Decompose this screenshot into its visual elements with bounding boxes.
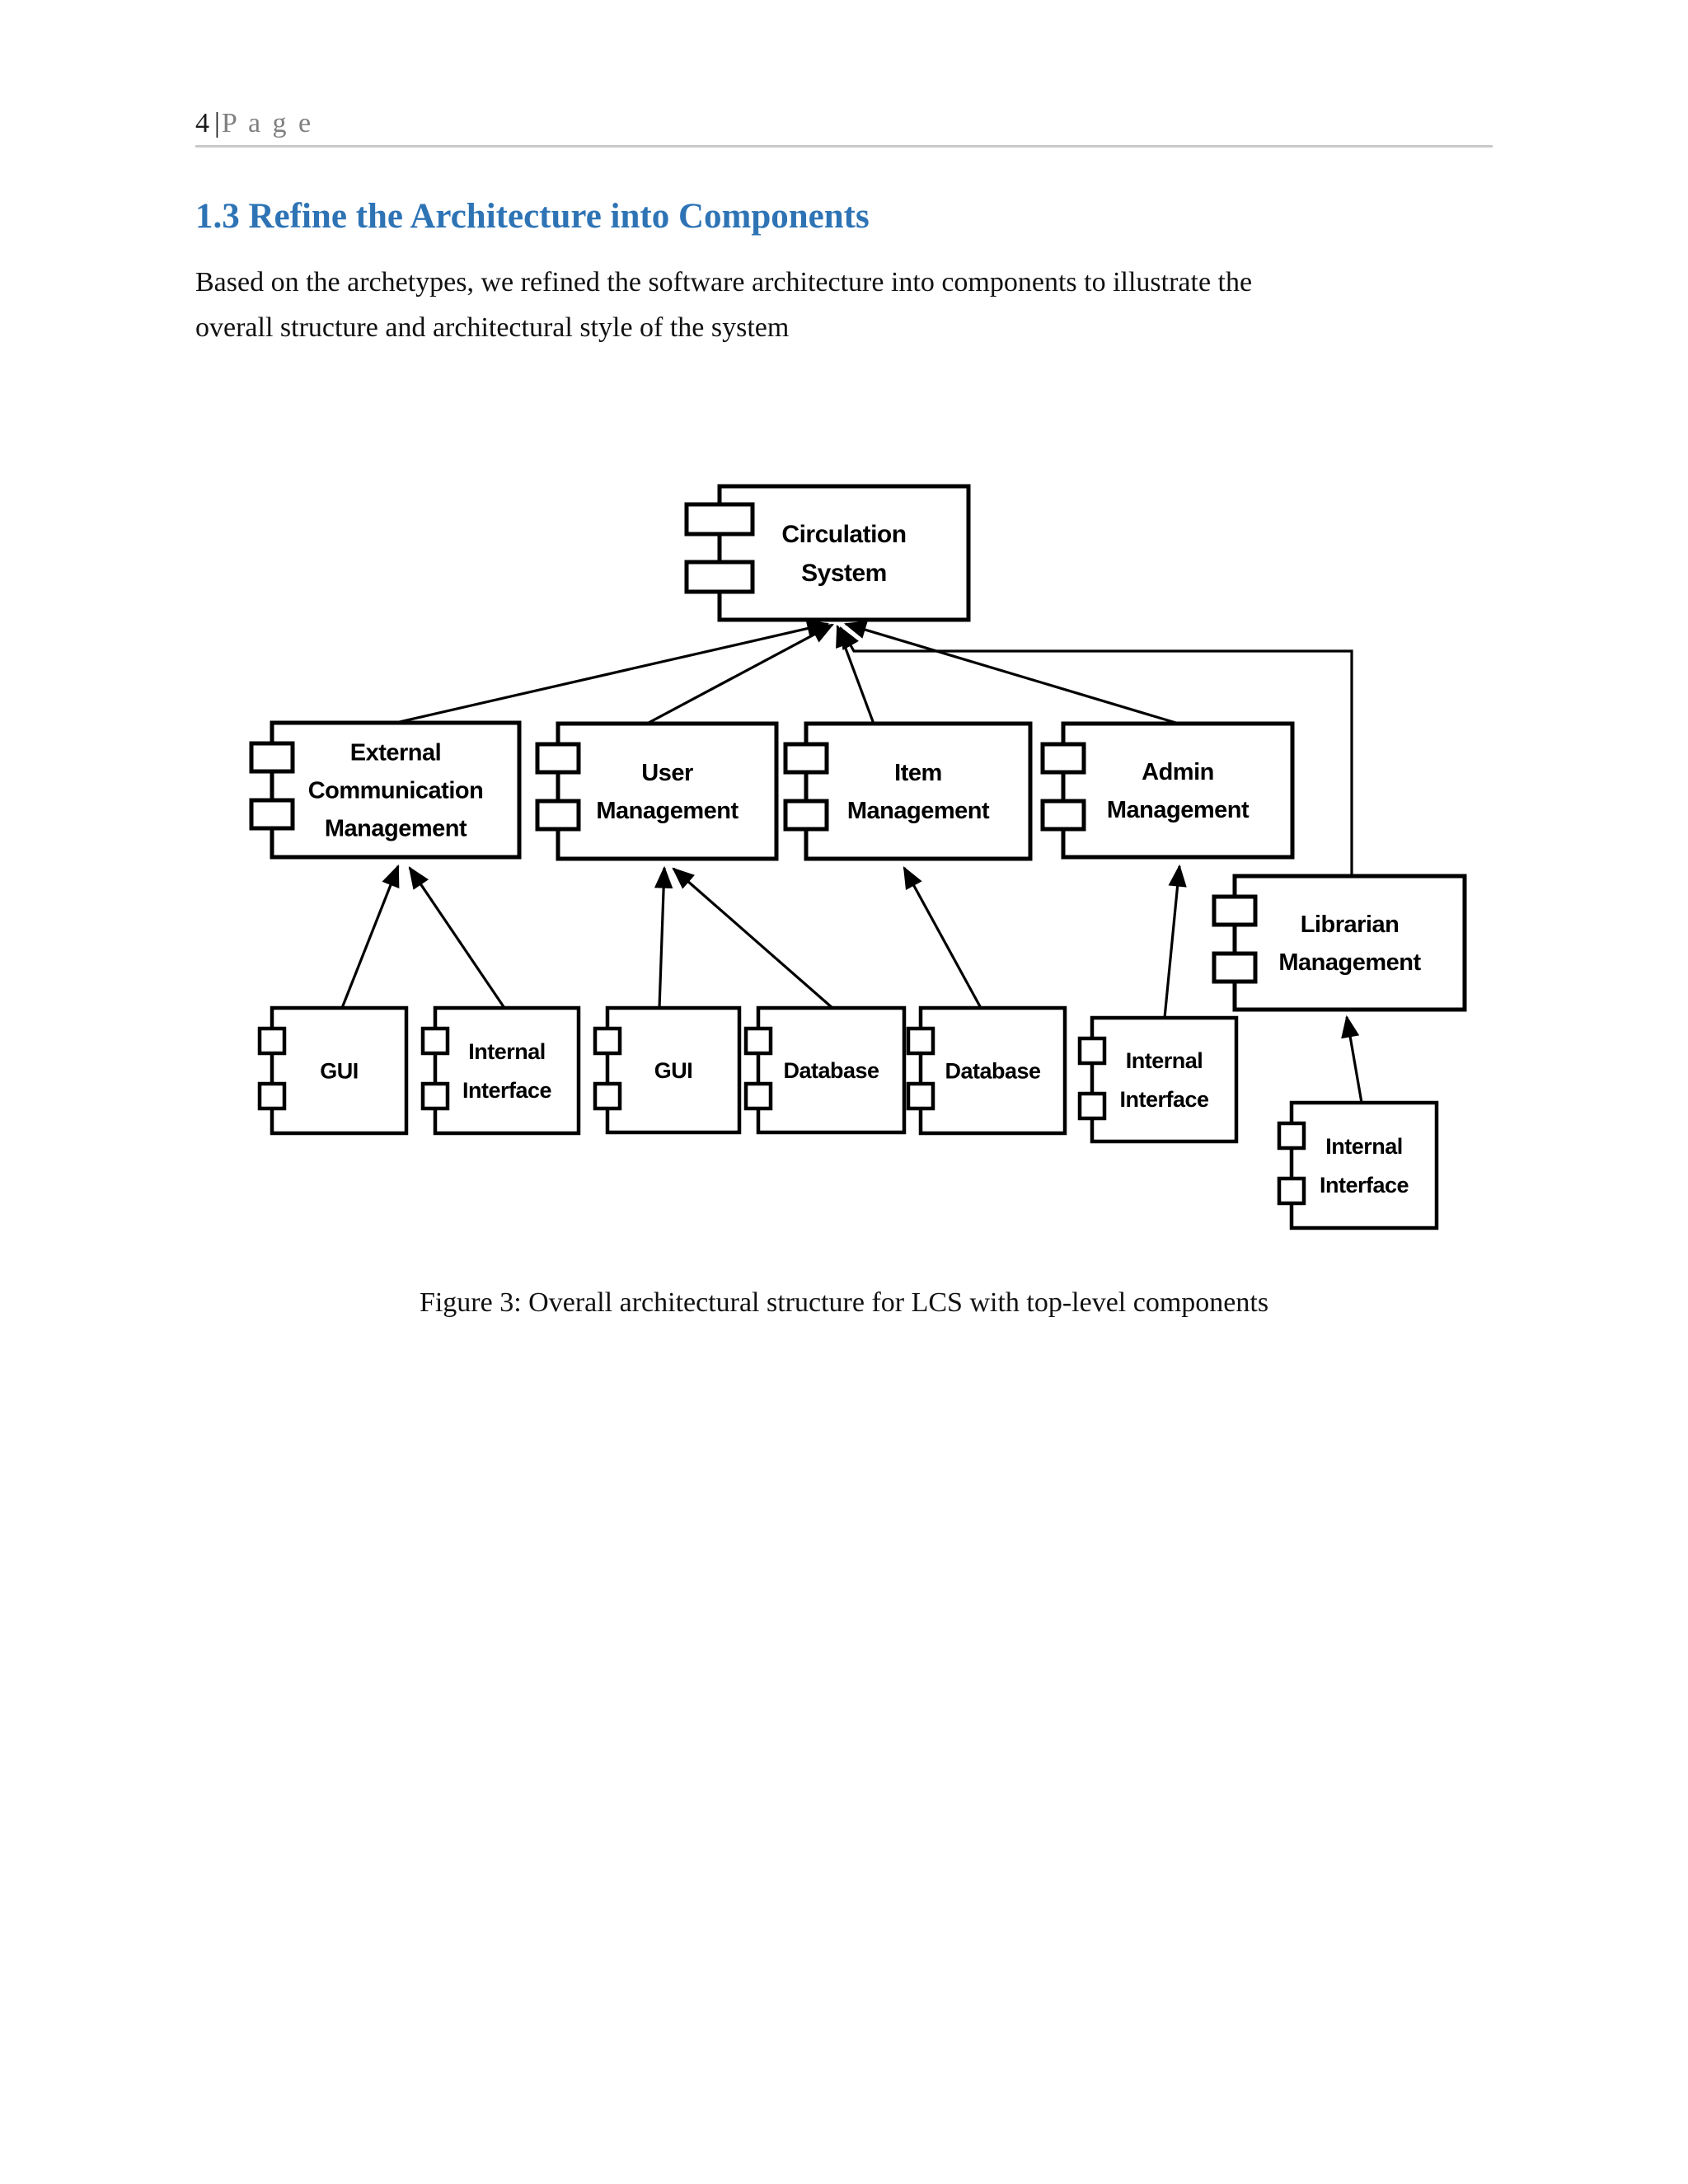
component-label: Management <box>1107 797 1250 823</box>
component-label: Interface <box>462 1078 552 1103</box>
connector-external-communication-management-to-circulation-system <box>395 619 830 724</box>
component-port <box>783 799 829 832</box>
connector-item-management-to-circulation-system <box>836 624 875 724</box>
component-port <box>535 799 581 832</box>
section-heading: 1.3 Refine the Architecture into Compone… <box>195 197 870 236</box>
component-port <box>1077 1036 1107 1066</box>
component-gui-2: GUI <box>593 1005 742 1135</box>
component-port <box>249 741 295 774</box>
component-label: Interface <box>1119 1087 1209 1112</box>
component-label: Management <box>596 798 738 824</box>
body-paragraph: Based on the archetypes, we refined the … <box>195 260 1252 350</box>
body-line-2: overall structure and architectural styl… <box>195 312 790 343</box>
component-label: Item <box>894 760 942 786</box>
component-label: Circulation <box>781 521 906 548</box>
component-port <box>420 1081 450 1111</box>
component-port <box>1277 1176 1306 1206</box>
component-port <box>593 1081 622 1111</box>
component-label: Management <box>847 798 990 824</box>
component-label: Communication <box>308 778 484 804</box>
component-label: External <box>350 740 441 766</box>
component-port <box>906 1026 935 1056</box>
component-label: GUI <box>320 1058 359 1083</box>
component-port <box>743 1026 773 1056</box>
page-word: P a g e <box>221 108 314 138</box>
component-port <box>420 1026 450 1056</box>
component-port <box>257 1081 287 1111</box>
component-label: Database <box>783 1058 879 1083</box>
component-label: Interface <box>1320 1173 1409 1197</box>
component-label: Management <box>1278 949 1421 976</box>
connector-internal-interface-2-to-admin-management <box>1163 864 1187 1019</box>
component-label: Internal <box>468 1039 546 1064</box>
component-port <box>257 1026 287 1056</box>
figure-caption: Figure 3: Overall architectural structur… <box>419 1287 1269 1318</box>
connector-internal-interface-1-to-external-communication-management <box>408 866 506 1009</box>
component-label: User <box>641 760 693 786</box>
component-port <box>743 1081 773 1111</box>
connector-internal-interface-3-to-librarian-management <box>1341 1015 1363 1104</box>
component-label: Librarian <box>1301 912 1400 938</box>
component-database-1: Database <box>743 1005 907 1135</box>
architecture-diagram: CirculationSystemExternalCommunicationMa… <box>249 484 1467 1230</box>
component-port <box>535 742 581 775</box>
component-label: Database <box>945 1058 1041 1083</box>
component-port <box>1040 799 1086 832</box>
component-port <box>684 560 755 594</box>
connector-database-1-to-user-management <box>672 867 834 1010</box>
component-port <box>593 1026 622 1056</box>
component-label: Admin <box>1142 759 1214 785</box>
component-label: Internal <box>1126 1048 1203 1073</box>
component-port <box>1277 1121 1306 1151</box>
component-port <box>1212 894 1258 927</box>
page-header: 4|P a g e <box>195 107 313 140</box>
component-port <box>1212 951 1258 984</box>
page-number: 4 <box>195 108 213 138</box>
connector-librarian-management-to-circulation-system <box>839 626 1353 876</box>
connector-database-2-to-item-management <box>903 866 982 1009</box>
component-gui-1: GUI <box>257 1005 409 1136</box>
header-separator: | <box>214 108 220 138</box>
body-line-1: Based on the archetypes, we refined the … <box>195 267 1253 298</box>
header-rule <box>195 145 1493 148</box>
component-label: Management <box>325 816 467 842</box>
component-port <box>906 1081 935 1111</box>
connector-gui-1-to-external-communication-management <box>340 864 400 1009</box>
component-port <box>1077 1091 1107 1121</box>
component-label: Internal <box>1325 1134 1403 1159</box>
component-label: GUI <box>654 1058 693 1083</box>
connector-user-management-to-circulation-system <box>646 623 834 725</box>
connector-admin-management-to-circulation-system <box>843 621 1179 725</box>
component-port <box>1040 742 1086 775</box>
component-database-2: Database <box>906 1005 1067 1136</box>
component-port <box>249 798 295 831</box>
connector-gui-2-to-user-management <box>654 865 673 1009</box>
component-port <box>783 742 829 775</box>
component-port <box>684 502 755 537</box>
component-label: System <box>801 560 887 587</box>
